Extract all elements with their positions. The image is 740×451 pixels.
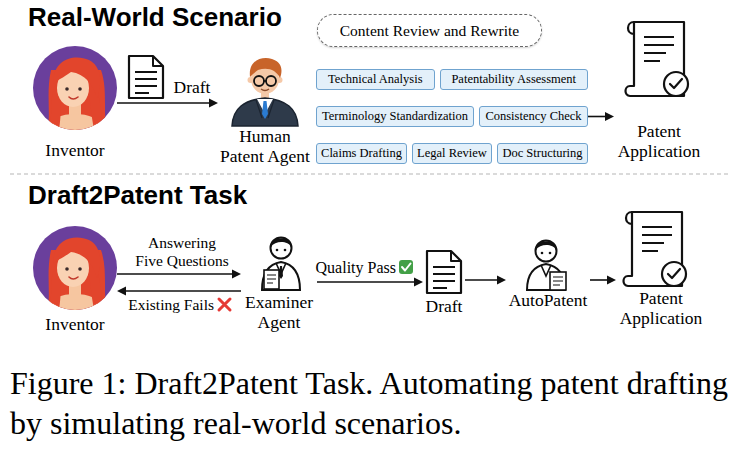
autopatent-figure-part bbox=[536, 241, 557, 262]
node-label: Technical Analysis bbox=[328, 70, 423, 89]
figure-node: Inventor bbox=[33, 46, 117, 160]
arrow-head bbox=[414, 278, 423, 287]
autopatent-figure-part bbox=[550, 272, 566, 290]
task-box: Terminology Standardization bbox=[316, 106, 474, 127]
human-agent-figure-part bbox=[261, 89, 269, 91]
arrow-head bbox=[605, 112, 614, 121]
figure-node: Patent Application bbox=[616, 208, 706, 328]
pass-check-icon-part bbox=[399, 260, 413, 274]
figure-node: Inventor bbox=[33, 226, 117, 334]
draft-document-icon bbox=[129, 56, 163, 98]
edge-label: Existing Fails bbox=[110, 296, 214, 314]
fail-cross-icon-part bbox=[219, 299, 230, 310]
human-agent-figure-part bbox=[256, 100, 274, 118]
task-box: Technical Analysis bbox=[316, 69, 435, 90]
examiner-figure-part bbox=[270, 238, 291, 247]
node-label: Legal Review bbox=[417, 144, 487, 163]
autopatent-figure bbox=[527, 241, 566, 291]
connector-line bbox=[317, 281, 415, 283]
task-box: Doc Structuring bbox=[497, 143, 588, 164]
pass-check-icon bbox=[399, 260, 413, 274]
arrow-connector bbox=[117, 287, 241, 296]
connector-line bbox=[125, 290, 241, 292]
edge-label: Answering Five Questions bbox=[134, 234, 230, 270]
node-label: Inventor bbox=[33, 140, 117, 160]
task-box: Patentability Assessment bbox=[440, 69, 589, 90]
node-label: Draft bbox=[423, 296, 465, 316]
inventor-avatar bbox=[33, 226, 117, 318]
pass-check-icon-part bbox=[402, 264, 411, 271]
node-label: Inventor bbox=[33, 314, 117, 334]
arrow-head bbox=[607, 276, 616, 285]
autopatent-figure-part bbox=[535, 241, 556, 250]
section-separator bbox=[10, 173, 730, 174]
arrow-head bbox=[209, 99, 218, 108]
examiner-figure-part bbox=[271, 238, 292, 259]
connector-line bbox=[117, 273, 233, 275]
human-agent-figure bbox=[232, 58, 298, 126]
human-agent-figure-part bbox=[266, 76, 276, 86]
examiner-figure-part bbox=[262, 262, 300, 290]
figure-node: AutoPatent bbox=[506, 236, 590, 310]
connector-line bbox=[588, 116, 606, 118]
node-label: Doc Structuring bbox=[502, 144, 582, 163]
examiner-figure-part bbox=[264, 270, 279, 289]
figure-node: Examiner Agent bbox=[241, 232, 317, 332]
autopatent-figure-part bbox=[527, 264, 565, 290]
human-agent-figure-part bbox=[232, 98, 298, 126]
node-label: Content Review and Rewrite bbox=[340, 22, 520, 40]
node-label: Consistency Check bbox=[485, 107, 581, 126]
human-agent-figure-part bbox=[264, 80, 266, 82]
connector-line bbox=[117, 102, 210, 104]
examiner-figure bbox=[262, 238, 300, 291]
arrow-connector bbox=[590, 276, 616, 285]
human-agent-figure-part bbox=[250, 58, 282, 78]
fail-cross-icon bbox=[219, 299, 230, 310]
node-label: Claims Drafting bbox=[321, 144, 402, 163]
inventor-avatar bbox=[33, 46, 117, 138]
arrow-connector bbox=[317, 278, 423, 287]
examiner-figure-part bbox=[267, 275, 276, 283]
examiner-figure-part bbox=[284, 249, 287, 252]
node-label: Patent Application bbox=[616, 288, 706, 328]
autopatent-figure-part bbox=[549, 252, 552, 255]
dashed-pill: Content Review and Rewrite bbox=[317, 14, 542, 47]
draft-document-icon bbox=[427, 251, 461, 293]
connector-line bbox=[465, 279, 498, 281]
section-heading: Real-World Scenario bbox=[28, 2, 282, 32]
figure-node: Draft bbox=[423, 250, 465, 316]
arrow-head bbox=[232, 270, 241, 279]
human-agent-figure-part bbox=[262, 101, 268, 119]
node-label: Patentability Assessment bbox=[451, 70, 576, 89]
task-box: Legal Review bbox=[412, 143, 492, 164]
edge-label: Draft bbox=[167, 77, 217, 97]
arrow-connector bbox=[465, 276, 506, 285]
task-box: Consistency Check bbox=[479, 106, 588, 127]
figure-node: Patent Application bbox=[614, 18, 704, 161]
patent-application-icon bbox=[626, 22, 689, 96]
arrow-head bbox=[117, 287, 126, 296]
connector-line bbox=[590, 279, 608, 281]
autopatent-figure-part bbox=[553, 277, 563, 285]
node-label: Examiner Agent bbox=[241, 292, 317, 332]
human-agent-figure-part bbox=[254, 76, 264, 86]
examiner-figure-part bbox=[276, 249, 279, 252]
arrow-connector bbox=[588, 112, 614, 121]
patent-application-icon bbox=[624, 212, 687, 286]
arrow-connector bbox=[117, 99, 218, 108]
autopatent-figure-part bbox=[541, 252, 544, 255]
node-label: Patent Application bbox=[614, 121, 704, 161]
section-heading: Draft2Patent Task bbox=[28, 180, 247, 210]
arrow-connector bbox=[117, 270, 241, 279]
arrow-head bbox=[497, 276, 506, 285]
node-label: Human Patent Agent bbox=[218, 126, 312, 166]
figure-node: Human Patent Agent bbox=[218, 58, 312, 166]
figure-caption: Figure 1: Draft2Patent Task. Automating … bbox=[10, 363, 740, 443]
node-label: Terminology Standardization bbox=[322, 107, 468, 126]
task-box: Claims Drafting bbox=[316, 143, 407, 164]
edge-label: Quality Pass bbox=[306, 258, 396, 278]
node-label: AutoPatent bbox=[506, 290, 590, 310]
